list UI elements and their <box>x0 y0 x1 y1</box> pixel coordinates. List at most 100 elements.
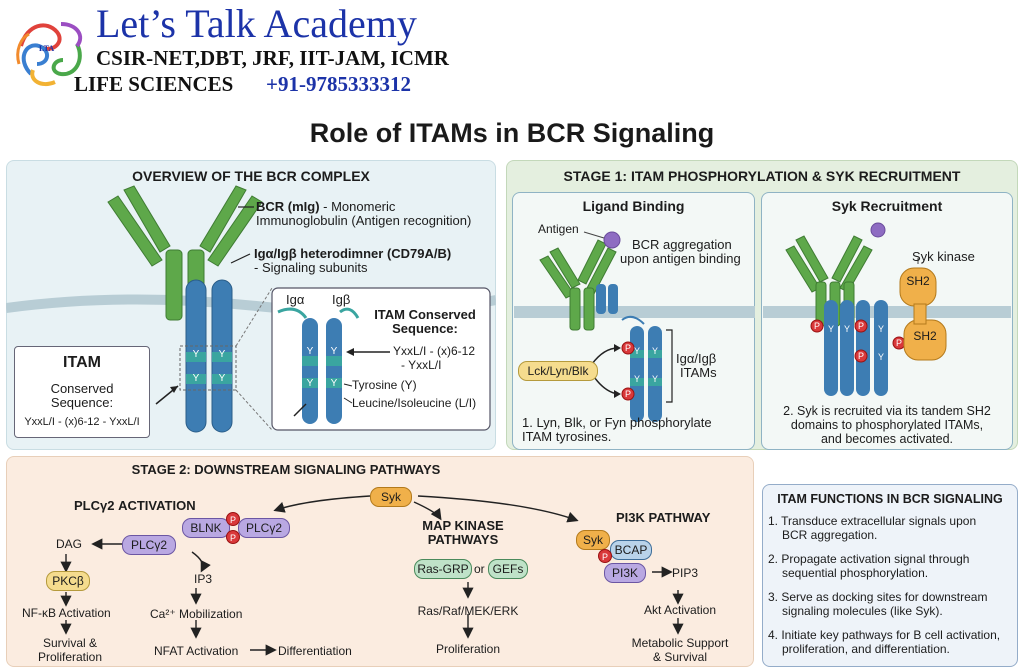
zoom-iga-label: Igα <box>286 292 305 307</box>
pi3k-heading: PI3K PATHWAY <box>616 510 711 525</box>
syk-note: and becomes activated. <box>820 432 954 446</box>
bcr-antibody-icon <box>107 185 263 321</box>
itams-label: Igα/Igβ <box>676 351 717 366</box>
y-label: Y <box>218 373 226 384</box>
academy-logo <box>10 10 92 94</box>
plcg2-heading: PLCγ2 ACTIVATION <box>74 498 196 513</box>
tyrosine-label: Tyrosine (Y) <box>352 378 417 392</box>
function-item: sequential phosphorylation. <box>782 566 929 580</box>
ligand-note: 1. Lyn, Blk, or Fyn phosphorylate <box>522 415 712 430</box>
y-label: Y <box>843 324 850 334</box>
heterodimer-description: - Signaling subunits <box>254 260 368 275</box>
ip3-label: IP3 <box>194 572 213 586</box>
sh2-label: SH2 <box>913 329 937 343</box>
zoom-igb-label: Igβ <box>332 292 351 307</box>
y-label: Y <box>330 346 338 357</box>
syk-note: 2. Syk is recruited via its tandem SH2 <box>783 404 991 418</box>
gefs-badge: GEFs <box>488 559 528 579</box>
zoom-sequence: YxxL/I - (x)6-12 <box>393 344 476 358</box>
plcg2-badge: PLCγ2 <box>238 518 290 538</box>
logo-text: LTA <box>39 44 55 53</box>
function-item: BCR aggregation. <box>782 528 878 542</box>
itam-title: ITAM <box>63 354 101 371</box>
antigen-icon <box>603 231 621 249</box>
y-label: Y <box>192 373 200 384</box>
bcr-description: Immunoglobulin (Antigen recognition) <box>256 213 472 228</box>
lck-lyn-blk-badge: Lck/Lyn/Blk <box>518 361 598 381</box>
y-label: Y <box>633 374 640 384</box>
rasgrp-badge: Ras-GRP <box>414 559 472 579</box>
phospho-label: P <box>895 338 902 348</box>
akt-label: Akt Activation <box>643 603 717 617</box>
zoom-title: Sequence: <box>392 321 458 336</box>
syk-kinase-icon <box>899 267 947 361</box>
phospho-label: P <box>813 321 820 331</box>
dag-label: DAG <box>56 537 83 551</box>
stage1-heading: STAGE 1: ITAM PHOSPHORYLATION & SYK RECR… <box>563 168 961 184</box>
itam-desc: Sequence: <box>50 395 114 410</box>
ras-label: Ras/Raf/MEK/ERK <box>417 604 519 618</box>
phospho-badge: P <box>226 512 240 526</box>
bcr-antibody-icon <box>539 239 617 331</box>
academy-phone: +91-9785333312 <box>266 72 411 96</box>
academy-name: Let’s Talk Academy <box>96 1 417 46</box>
y-label: Y <box>192 349 200 360</box>
academy-subject: LIFE SCIENCES <box>74 72 234 96</box>
ligand-binding-heading: Ligand Binding <box>582 198 685 214</box>
antigen-icon <box>870 222 886 238</box>
pkcb-badge: PKCβ <box>46 571 90 591</box>
itam-functions-panel <box>762 484 1018 667</box>
function-item: signaling molecules (like Syk). <box>782 604 943 618</box>
y-label: Y <box>651 374 658 384</box>
y-label: Y <box>306 346 314 357</box>
functions-heading: ITAM FUNCTIONS IN BCR SIGNALING <box>777 492 1003 506</box>
plcg2-active-badge: PLCγ2 <box>122 535 176 555</box>
bcap-badge: BCAP <box>610 540 652 560</box>
bcr-label: BCR (mIg) - Monomeric <box>256 199 396 214</box>
y-label: Y <box>827 324 834 334</box>
phospho-label: P <box>857 351 864 361</box>
itam-box <box>14 346 150 438</box>
function-item: proliferation, and differentiation. <box>782 642 950 656</box>
mapk-heading: PATHWAYS <box>427 532 499 547</box>
y-label: Y <box>306 378 314 389</box>
phospho-icon <box>854 319 868 333</box>
syk-kinase-label: Syk kinase <box>912 249 975 264</box>
pip3-label: PIP3 <box>672 566 699 580</box>
itam-desc: Conserved <box>50 381 114 396</box>
aggregation-label: BCR aggregation <box>632 237 732 252</box>
page-title: Role of ITAMs in BCR Signaling <box>309 118 715 148</box>
sh2-label: SH2 <box>906 274 930 288</box>
y-label: Y <box>651 346 658 356</box>
academy-exams: CSIR-NET,DBT, JRF, IIT-JAM, ICMR <box>96 46 449 70</box>
function-item: 2. Propagate activation signal through <box>768 552 970 566</box>
stage1-diagram <box>514 222 1011 422</box>
itam-sequence: YxxL/I - (x)6-12 - YxxL/I <box>24 416 140 428</box>
phospho-icon <box>854 349 868 363</box>
phospho-label: P <box>624 389 631 399</box>
nfat-label: NFAT Activation <box>154 644 239 658</box>
proliferation-label: Proliferation <box>435 642 501 656</box>
syk-note: domains to phosphorylated ITAMs, <box>790 418 984 432</box>
stage2-arrows <box>60 495 684 656</box>
or-label: or <box>474 562 485 576</box>
phospho-badge: P <box>598 549 612 563</box>
itam-chains-icon <box>824 300 888 396</box>
survival-label: Survival & <box>42 636 98 650</box>
survival-label: Proliferation <box>37 650 103 664</box>
function-item: 1. Transduce extracellular signals upon <box>768 514 977 528</box>
calcium-label: Ca²⁺ Mobilization <box>150 607 243 621</box>
phospho-icon <box>621 341 635 355</box>
y-label: Y <box>633 346 640 356</box>
phospho-label: P <box>857 321 864 331</box>
syk-pi3k-badge: Syk <box>576 530 610 550</box>
function-item: 4. Initiate key pathways for B cell acti… <box>768 628 1001 642</box>
itams-label: ITAMs <box>680 365 717 380</box>
phospho-badge: P <box>226 530 240 544</box>
function-item: 3. Serve as docking sites for downstream <box>768 590 988 604</box>
phospho-icon <box>621 387 635 401</box>
y-label: Y <box>877 324 884 334</box>
blnk-badge: BLNK <box>182 518 230 538</box>
antigen-label: Antigen <box>538 222 579 236</box>
y-label: Y <box>877 352 884 362</box>
